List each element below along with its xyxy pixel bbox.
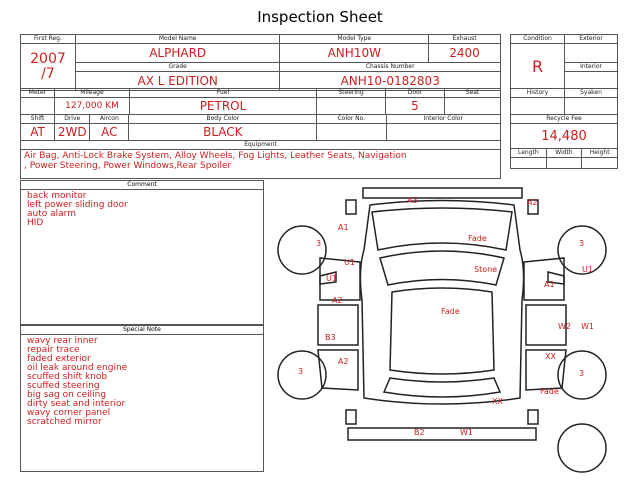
mark-front-a3: A3: [407, 196, 418, 205]
mark-right-w2: W2: [558, 322, 571, 331]
special-note-item: big sag on ceiling: [27, 390, 107, 400]
first-reg-year: 2007: [30, 51, 66, 67]
mark-rear-b2: B2: [414, 428, 425, 437]
mark-left-u1: U1: [344, 258, 355, 267]
shift-table: Shift Drive Aircon Body Color Color No. …: [19, 114, 501, 141]
history-table: History Syaken: [510, 88, 619, 115]
mark-left-u1b: U1: [326, 274, 337, 283]
tire-front-right: [557, 225, 607, 275]
mark-right-w1: W1: [581, 322, 594, 331]
mark-left-a2b: A2: [338, 357, 349, 366]
special-note-item: scuffed steering: [27, 381, 100, 391]
comment-item: auto alarm: [27, 209, 76, 219]
first-reg-month: /7: [41, 66, 55, 82]
mirrors: [319, 271, 565, 285]
mark-center-fade: Fade: [441, 307, 460, 316]
front-bumper: [362, 187, 523, 199]
mark-right-u1: U1: [582, 265, 593, 274]
first-reg-cell: 2007 /7: [20, 43, 76, 91]
rear-window: [382, 377, 502, 398]
comment-item: back monitor: [27, 191, 87, 201]
special-note-item: wavy corner panel: [27, 408, 111, 418]
spare-tire: [557, 423, 607, 473]
front-bumper-corners: [345, 199, 539, 215]
special-note-label: Special Note: [21, 326, 263, 335]
special-note-item: dirty seat and interior: [27, 399, 126, 409]
mark-roof-stone: Stone: [474, 265, 498, 274]
rear-bumper-bar: [347, 427, 537, 441]
recycle-table: Recycle Fee 14,480 Length Width Height: [510, 114, 618, 169]
mark-tire-rl: 3: [298, 367, 304, 376]
mark-right-xx: XX: [545, 352, 556, 361]
mark-left-a2: A2: [332, 296, 343, 305]
special-note-item: wavy rear inner: [27, 336, 98, 346]
equipment-table: Equipment Air Bag, Anti-Lock Brake Syste…: [20, 140, 501, 179]
mark-tire-fr: 3: [579, 239, 585, 248]
left-side-panels: [317, 257, 361, 391]
special-note-item: scuffed shift knob: [27, 372, 108, 382]
mark-right-fade: Fade: [540, 387, 559, 396]
comment-item: HID: [27, 218, 44, 228]
mark-right-a1: A1: [544, 280, 555, 289]
comment-label: Comment: [21, 181, 263, 190]
hood-outline: [371, 207, 513, 251]
mark-hood-a1: A1: [338, 223, 349, 232]
rear-bumper: [345, 409, 539, 425]
mark-rear-w1: W1: [460, 428, 473, 437]
equipment-value: Air Bag, Anti-Lock Brake System, Alloy W…: [20, 149, 501, 179]
height-value: [581, 157, 618, 169]
mark-hood-fade: Fade: [468, 234, 487, 243]
special-note-item: repair trace: [27, 345, 80, 355]
mark-front-a2: A2: [527, 198, 538, 207]
tire-rear-left: [277, 350, 327, 400]
tire-front-left: [277, 225, 327, 275]
vehicle-info-table: First Reg. Model Name Model Type Exhaust…: [20, 34, 501, 91]
mark-tire-rr: 3: [579, 369, 585, 378]
mark-tire-fl: 3: [316, 239, 322, 248]
recycle-fee-value: 14,480: [510, 123, 618, 149]
grade-value: AX L EDITION: [74, 71, 281, 91]
condition-value: R: [509, 43, 566, 89]
drive-value: 2WD: [54, 123, 91, 141]
mark-rear-xx: XX: [492, 397, 503, 406]
tire-rear-right: [557, 350, 607, 400]
roof: [389, 287, 495, 375]
length-value: [510, 157, 547, 169]
special-note-item: oil leak around engine: [27, 363, 128, 373]
page-title: Inspection Sheet: [257, 8, 383, 26]
car-body-outline: [359, 199, 525, 405]
special-note-item: scratched mirror: [27, 417, 102, 427]
special-note-item: faded exterior: [27, 354, 91, 364]
mark-left-b3: B3: [325, 333, 336, 342]
comment-item: left power sliding door: [27, 200, 128, 210]
condition-table: Condition Exterior R Interior: [509, 34, 618, 89]
windshield: [379, 250, 505, 286]
meter-table: Meter Mileage Fuel Steering Door Seat 12…: [20, 88, 501, 115]
